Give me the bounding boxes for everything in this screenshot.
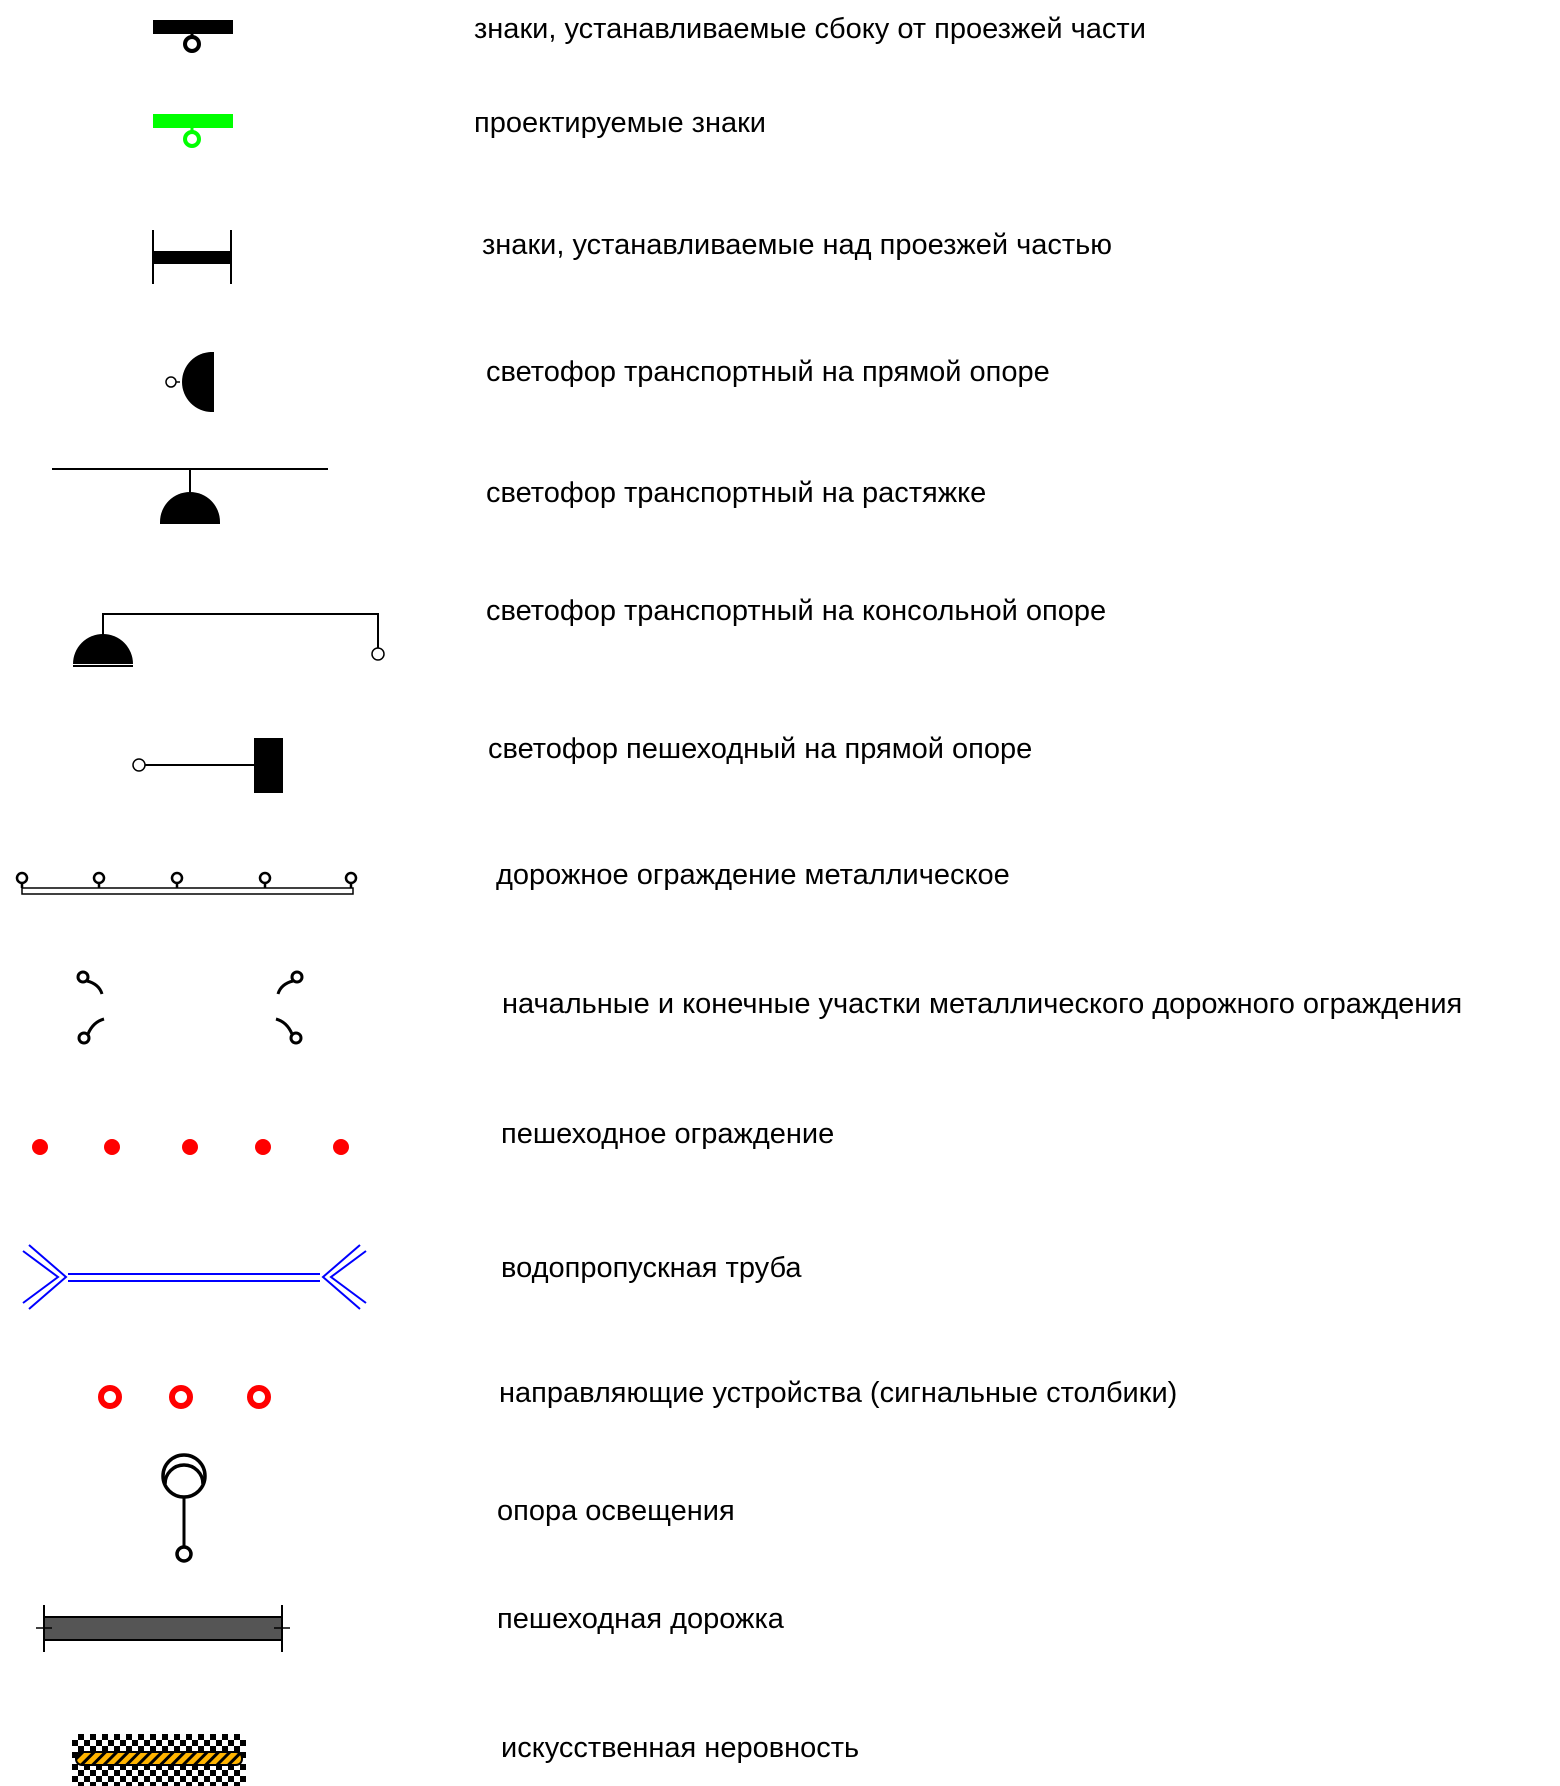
legend-label-tl-straight: светофор транспортный на прямой опоре	[486, 356, 1050, 388]
traffic-light-pole-icon	[165, 352, 214, 412]
signal-posts-icon	[98, 1385, 271, 1409]
guardrail-ends-icon	[76, 970, 304, 1045]
legend-label-speed-bump: искусственная неровность	[501, 1732, 859, 1764]
pedestrian-fence-icon	[32, 1139, 349, 1155]
legend-label-footpath: пешеходная дорожка	[497, 1603, 785, 1635]
footpath-icon	[36, 1605, 290, 1652]
traffic-light-cantilever-icon	[73, 613, 385, 667]
legend-label-tl-cable: светофор транспортный на растяжке	[486, 477, 986, 509]
legend-label-sign-side: знаки, устанавливаемые сбоку от проезжей…	[474, 13, 1146, 45]
culvert-pipe-icon	[22, 1244, 367, 1310]
overhead-sign-icon	[152, 230, 232, 284]
street-light-pole-icon	[161, 1453, 207, 1563]
legend-label-sign-designed: проектируемые знаки	[474, 107, 766, 139]
legend-label-guide-posts: направляющие устройства (сигнальные стол…	[499, 1377, 1177, 1409]
legend-label-ped-fence: пешеходное ограждение	[501, 1118, 834, 1150]
speed-bump-icon	[72, 1734, 246, 1786]
legend-label-guard-metal: дорожное ограждение металлическое	[496, 859, 1010, 891]
legend-label-guard-ends: начальные и конечные участки металлическ…	[502, 988, 1462, 1020]
road-sign-side-icon	[153, 20, 233, 53]
legend-label-sign-overhead: знаки, устанавливаемые над проезжей част…	[482, 229, 1112, 261]
legend-label-tl-pedestrian: светофор пешеходный на прямой опоре	[488, 733, 1032, 765]
legend-label-culvert: водопропускная труба	[501, 1252, 802, 1284]
traffic-light-cable-icon	[52, 468, 328, 524]
metal-guardrail-icon	[15, 871, 358, 895]
legend-label-light-pole: опора освещения	[497, 1495, 735, 1527]
pedestrian-light-icon	[132, 738, 283, 793]
designed-sign-icon	[153, 114, 233, 148]
legend-label-tl-cantilever: светофор транспортный на консольной опор…	[486, 595, 1106, 627]
